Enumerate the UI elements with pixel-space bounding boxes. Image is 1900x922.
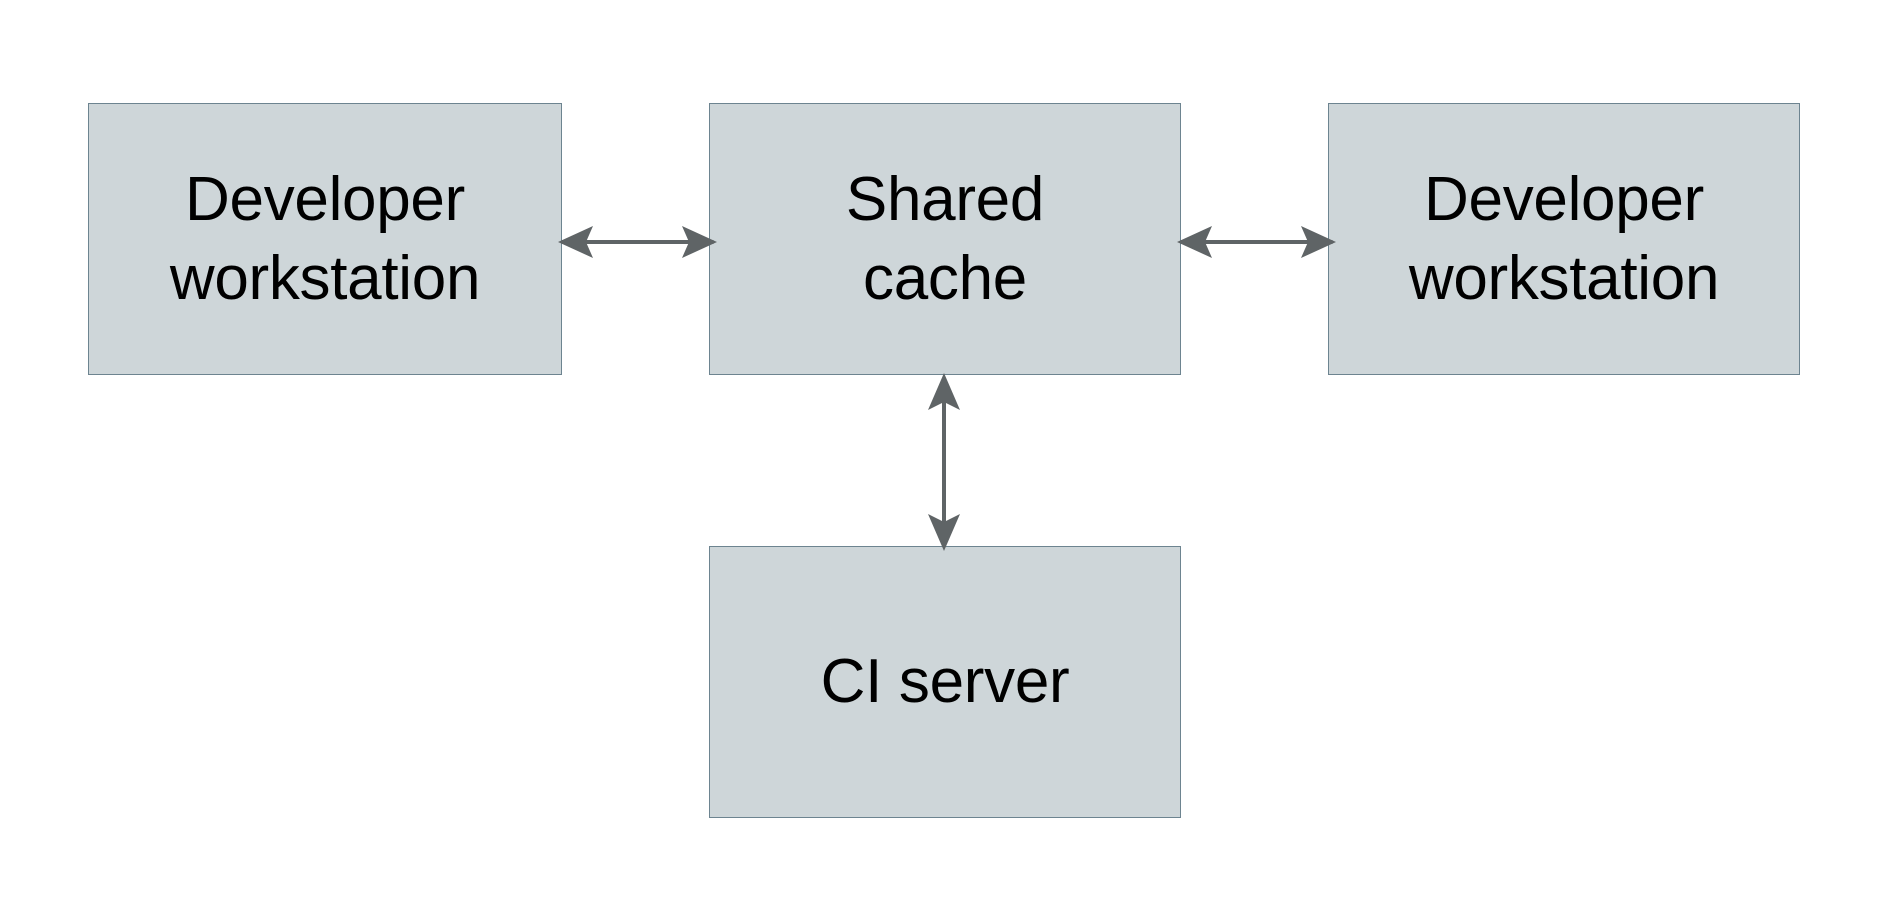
node-label: Developer workstation — [1408, 164, 1720, 313]
edge-developer-left-to-shared-cache — [555, 206, 720, 278]
edge-shared-cache-to-ci-server — [908, 368, 980, 556]
double-arrow-horizontal-icon — [1177, 226, 1336, 258]
double-arrow-vertical-icon — [928, 373, 960, 551]
double-arrow-horizontal-icon — [558, 226, 717, 258]
node-label: Shared cache — [845, 164, 1045, 313]
edge-shared-cache-to-developer-right — [1174, 206, 1339, 278]
node-developer-workstation-right[interactable]: Developer workstation — [1328, 103, 1800, 375]
node-label: Developer workstation — [169, 164, 481, 313]
node-shared-cache[interactable]: Shared cache — [709, 103, 1181, 375]
node-ci-server[interactable]: CI server — [709, 546, 1181, 818]
node-developer-workstation-left[interactable]: Developer workstation — [88, 103, 562, 375]
node-label: CI server — [820, 647, 1070, 717]
